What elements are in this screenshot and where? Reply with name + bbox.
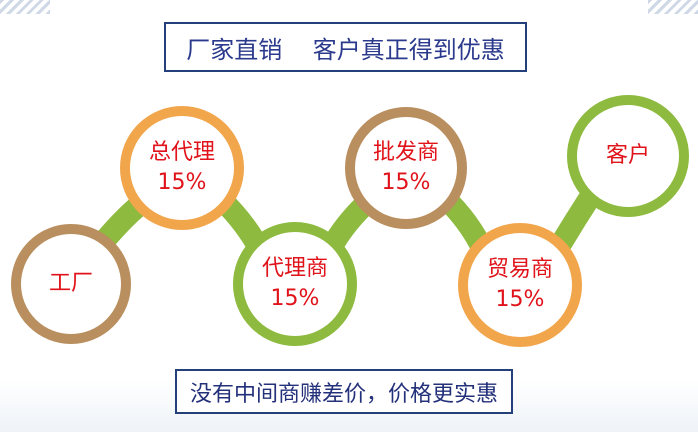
node-general-agent: 总代理 15% — [120, 106, 244, 230]
corner-decoration-left — [0, 0, 50, 14]
node-general-agent-label: 总代理 — [148, 140, 215, 165]
node-agent: 代理商 15% — [233, 222, 357, 346]
header-banner: 厂家直销 客户真正得到优惠 — [164, 22, 527, 72]
node-trader: 贸易商 15% — [458, 223, 582, 347]
node-wholesaler: 批发商 15% — [345, 107, 467, 229]
node-factory-label: 工厂 — [48, 271, 93, 296]
node-factory: 工厂 — [11, 224, 131, 344]
corner-decoration-right — [648, 0, 698, 14]
node-agent-percent: 15% — [270, 286, 320, 311]
node-agent-label: 代理商 — [261, 256, 328, 281]
node-wholesaler-percent: 15% — [381, 170, 431, 195]
node-customer: 客户 — [567, 95, 689, 217]
node-trader-label: 贸易商 — [486, 257, 553, 282]
node-trader-percent: 15% — [495, 287, 545, 312]
footer-banner: 没有中间商赚差价，价格更实惠 — [175, 369, 513, 414]
node-customer-label: 客户 — [605, 143, 650, 168]
node-wholesaler-label: 批发商 — [372, 140, 439, 165]
node-general-agent-percent: 15% — [157, 170, 207, 195]
